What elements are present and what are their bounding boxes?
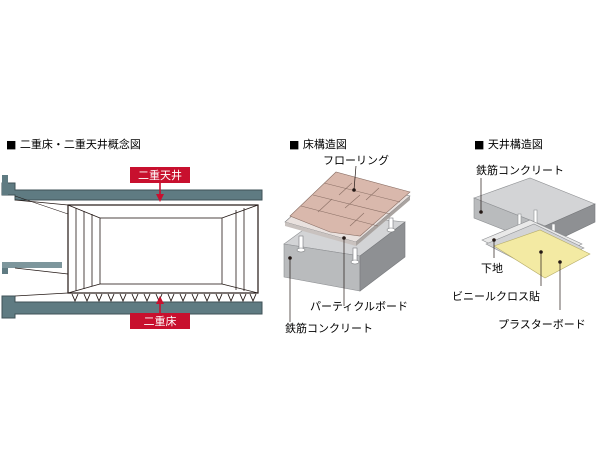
floor-concrete-label: 鉄筋コンクリート (285, 321, 373, 335)
double-ceiling-label: 二重天井 (138, 168, 182, 182)
particleboard-label: パーティクルボード (310, 300, 408, 313)
lower-slab (1, 295, 263, 319)
base-label: 下地 (481, 262, 503, 275)
double-floor-tag (130, 313, 190, 329)
floor-heading: ■ 床構造図 (289, 137, 347, 151)
floor-pedestal-legs (296, 217, 396, 265)
floor-concrete-side (359, 221, 406, 292)
flooring-label: フローリング (323, 153, 389, 167)
plasterboard-layer (493, 229, 591, 279)
double-ceiling-tag (130, 167, 190, 183)
balcony-rail (2, 262, 62, 268)
plasterboard-label: プラスターボード (498, 318, 586, 331)
ceiling-heading: ■ 天井構造図 (474, 137, 543, 151)
ceiling-structure-panel: ■ 天井構造図 鉄筋コンクリート 下地 (452, 137, 596, 331)
floor-leaders (289, 165, 357, 322)
upper-slab (1, 182, 263, 201)
left-outer-wall (2, 175, 8, 195)
room-outline (67, 204, 259, 294)
room-back-wall (99, 217, 223, 285)
ceiling-leaders (480, 178, 561, 310)
flooring-joints (300, 182, 401, 227)
section-concept-panel: ■ 二重床・二重天井概念図 (1, 137, 263, 329)
floor-pedestals (71, 293, 257, 303)
floor-structure-panel: ■ 床構造図 (283, 137, 411, 335)
section-heading: ■ 二重床・二重天井概念図 (6, 137, 141, 151)
ceiling-concrete-label: 鉄筋コンクリート (476, 163, 564, 177)
double-floor-label: 二重床 (144, 314, 177, 328)
vinyl-cloth-label: ビニールクロス貼 (452, 289, 540, 303)
